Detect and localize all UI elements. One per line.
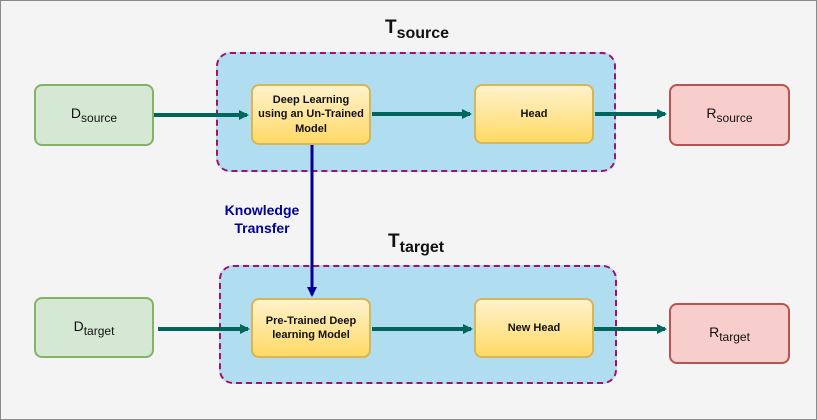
source-head-node: Head xyxy=(474,84,594,144)
target-result-node: Rtarget xyxy=(669,303,790,364)
target-task-title: Ttarget xyxy=(388,231,445,256)
target-model-node: Pre-Trained Deep learning Model xyxy=(251,298,371,358)
source-result-node: Rsource xyxy=(669,84,790,146)
source-model-node: Deep Learning using an Un-Trained Model xyxy=(251,84,371,145)
source-task-title: Tsource xyxy=(385,17,450,42)
target-newhead-node: New Head xyxy=(474,298,594,358)
target-data-node: Dtarget xyxy=(34,297,154,358)
knowledge-transfer-label: Knowledge Transfer xyxy=(224,202,300,237)
source-data-node: Dsource xyxy=(34,84,154,146)
